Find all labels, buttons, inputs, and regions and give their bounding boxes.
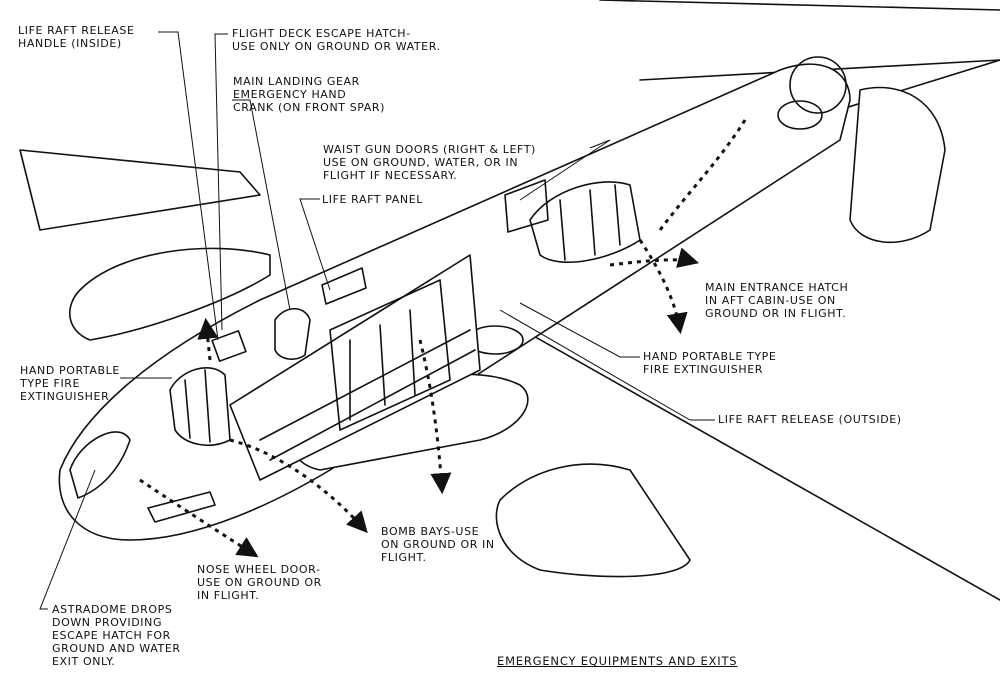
leader-astradome <box>39 469 96 610</box>
leader-flight-deck-hatch <box>214 33 228 331</box>
cutaway-floor <box>259 329 476 461</box>
life-raft-panel-shape <box>321 267 367 305</box>
label-astradome: ASTRADOME DROPS DOWN PROVIDING ESCAPE HA… <box>52 603 181 668</box>
label-life-raft-panel: LIFE RAFT PANEL <box>322 193 423 206</box>
engine-nacelle-near-outer <box>495 463 691 578</box>
label-main-landing-gear-crank: MAIN LANDING GEAR EMERGENCY HAND CRANK (… <box>233 75 386 114</box>
escape-arrow-flight-deck <box>197 317 219 361</box>
vertical-tail-right <box>849 86 946 244</box>
label-fire-extinguisher-aft: HAND PORTABLE TYPE FIRE EXTINGUISHER <box>643 350 777 376</box>
escape-arrow-bomb-bay-1 <box>229 438 368 534</box>
bomb-bay-frame <box>329 279 451 431</box>
tail-turret-glass <box>777 100 823 130</box>
gear-crank <box>274 307 311 360</box>
astradome <box>69 431 131 499</box>
leader-raft-release-out <box>499 309 715 421</box>
label-life-raft-release-outside: LIFE RAFT RELEASE (OUTSIDE) <box>718 413 902 426</box>
escape-arrow-aft-hatch <box>638 239 688 335</box>
left-wing <box>19 149 261 231</box>
waist-gun-door <box>504 179 549 233</box>
escape-arrow-nose-wheel <box>139 478 259 558</box>
label-main-entrance-hatch: MAIN ENTRANCE HATCH IN AFT CABIN-USE ON … <box>705 281 849 320</box>
label-nose-wheel-door: NOSE WHEEL DOOR- USE ON GROUND OR IN FLI… <box>197 563 322 602</box>
tail-turret <box>789 56 847 114</box>
leader-gear-crank <box>232 99 291 311</box>
escape-arrow-aft-side <box>609 247 700 268</box>
label-bomb-bays: BOMB BAYS-USE ON GROUND OR IN FLIGHT. <box>381 525 495 564</box>
label-flight-deck-escape-hatch: FLIGHT DECK ESCAPE HATCH- USE ONLY ON GR… <box>232 27 441 53</box>
engine-nacelle-far <box>68 247 271 341</box>
nose-wheel-door <box>147 491 216 523</box>
leader-raft-handle <box>158 31 219 341</box>
diagram-title: EMERGENCY EQUIPMENTS AND EXITS <box>497 654 738 668</box>
label-waist-gun-doors: WAIST GUN DOORS (RIGHT & LEFT) USE ON GR… <box>323 143 536 182</box>
label-fire-extinguisher-fwd: HAND PORTABLE TYPE FIRE EXTINGUISHER <box>20 364 120 403</box>
leader-waist-doors <box>519 139 611 201</box>
flight-deck-hatch <box>211 330 247 362</box>
leader-fire-ext-aft <box>519 302 640 358</box>
leader-raft-panel <box>299 198 331 291</box>
label-life-raft-release-handle: LIFE RAFT RELEASE HANDLE (INSIDE) <box>18 24 135 50</box>
